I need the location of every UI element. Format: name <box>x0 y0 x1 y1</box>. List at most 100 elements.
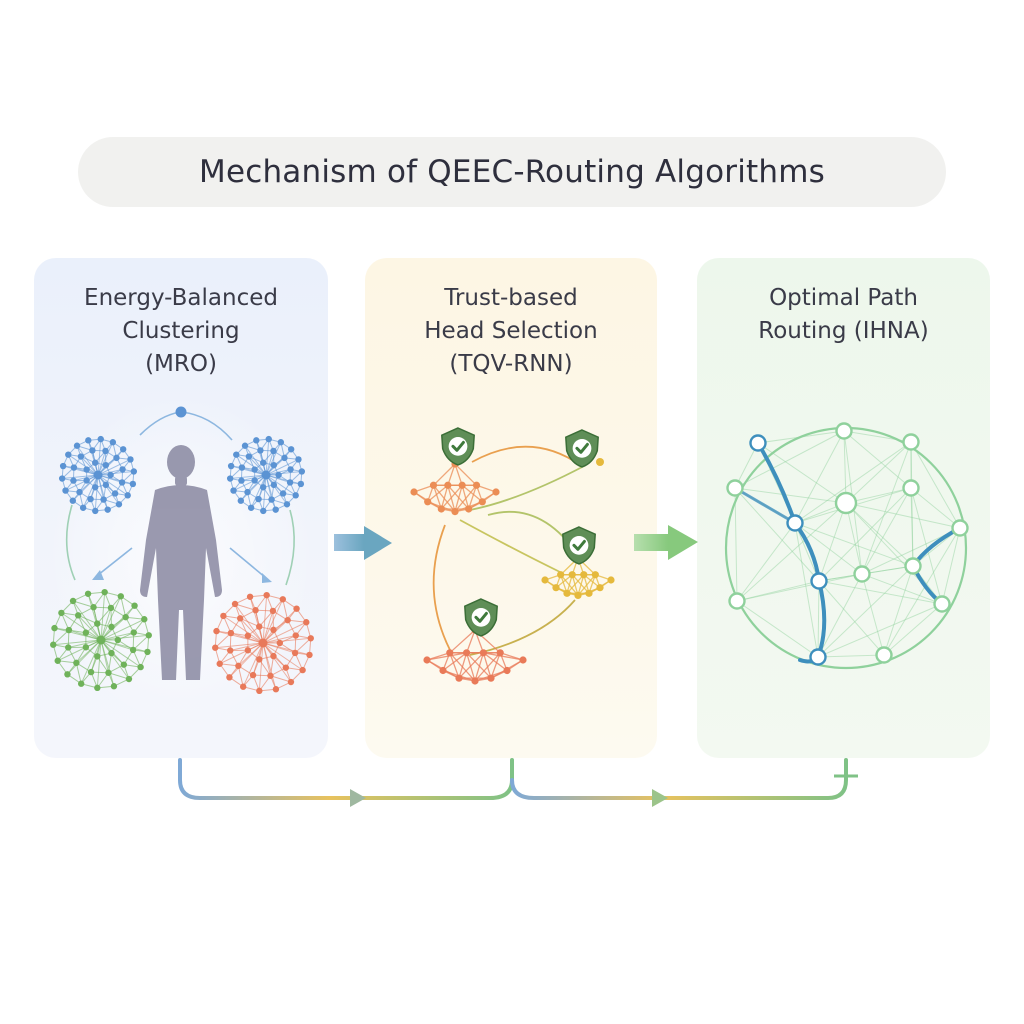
cluster-node <box>129 646 137 654</box>
cluster-center-node <box>258 638 268 648</box>
cluster-center-node <box>261 470 271 480</box>
arrow-right-icon <box>634 525 698 560</box>
cluster-node <box>270 447 277 455</box>
routing-node <box>875 646 893 664</box>
cluster-node <box>213 627 220 635</box>
cluster-node <box>117 593 125 600</box>
cluster-node <box>245 453 253 460</box>
cluster-node <box>73 659 80 667</box>
cluster-node <box>247 504 255 511</box>
cluster-node <box>306 651 313 659</box>
routing-node <box>809 648 827 666</box>
cluster-node <box>541 576 549 584</box>
cluster-node <box>295 456 302 463</box>
routing-node <box>902 433 920 451</box>
cluster-node <box>272 686 280 693</box>
cluster-node <box>220 612 227 620</box>
cluster-node <box>253 437 260 444</box>
cluster-node <box>62 487 69 494</box>
heading-line: Routing (IHNA) <box>758 318 929 344</box>
cluster-node <box>257 447 264 454</box>
cluster-node <box>69 497 77 504</box>
cluster-node <box>574 591 582 600</box>
orange-cluster-top <box>410 460 500 516</box>
cluster-node <box>446 649 454 657</box>
cluster-node <box>59 462 67 470</box>
cluster-node <box>127 456 134 463</box>
heading-line: (MRO) <box>145 351 217 377</box>
cluster-node <box>283 501 291 508</box>
cluster-node <box>236 615 244 622</box>
cluster-node <box>429 481 438 489</box>
cluster-node <box>244 632 252 639</box>
panel-optimal-path-routing: Optimal Path Routing (IHNA) <box>697 258 990 758</box>
cluster-node <box>297 480 305 488</box>
cluster-node <box>64 671 71 678</box>
cluster-node <box>279 596 287 603</box>
cluster-node <box>267 672 274 679</box>
orange-cluster-bottom <box>423 626 527 685</box>
cluster-node <box>269 607 277 615</box>
cluster-node <box>580 571 588 579</box>
cluster-node <box>292 492 299 499</box>
cluster-node <box>496 649 504 657</box>
cluster-node <box>92 507 99 515</box>
cluster-node <box>270 626 277 634</box>
cluster-node <box>137 663 144 671</box>
cluster-node <box>108 649 115 657</box>
cluster-node <box>113 454 120 462</box>
cluster-node <box>439 666 447 675</box>
shield-check-icon <box>565 429 599 468</box>
routing-mesh <box>724 422 969 670</box>
cluster-node <box>83 466 90 473</box>
cluster-node <box>282 664 290 671</box>
cluster-node <box>82 629 90 636</box>
cluster-node <box>74 612 82 619</box>
cluster-node <box>437 505 445 513</box>
cluster-node <box>251 477 258 484</box>
cluster-node <box>472 481 481 489</box>
cluster-node <box>89 447 96 454</box>
cluster-node <box>73 442 81 449</box>
green-cluster <box>50 588 152 692</box>
cluster-node <box>263 591 270 599</box>
cluster-node <box>145 632 152 639</box>
cluster-node <box>235 662 242 670</box>
panel-trust-based-head-selection: Trust-based Head Selection (TQV-RNN) <box>365 258 657 758</box>
cluster-node <box>87 495 94 503</box>
cluster-node <box>241 442 249 449</box>
title-banner: Mechanism of QEEC-Routing Algorithms <box>78 137 946 207</box>
cluster-node <box>50 641 57 648</box>
cluster-node <box>465 505 473 513</box>
cluster-node <box>444 481 452 489</box>
cluster-node <box>275 471 282 479</box>
cluster-node <box>503 666 511 675</box>
cluster-node <box>272 506 279 513</box>
cluster-node <box>256 687 263 695</box>
cluster-node <box>292 632 299 639</box>
heading-line: Clustering <box>122 318 240 344</box>
shield-check-icon <box>441 427 475 466</box>
process-flow-connector <box>178 758 848 800</box>
cluster-node <box>101 588 108 596</box>
cluster-node <box>77 680 85 687</box>
cluster-node <box>252 607 259 614</box>
cluster-node <box>58 609 65 617</box>
cluster-node <box>237 497 245 504</box>
cluster-node <box>102 461 110 469</box>
cluster-node <box>478 498 486 506</box>
routing-node <box>726 479 744 497</box>
cluster-node <box>226 475 234 482</box>
cluster-node <box>65 451 72 458</box>
cluster-node <box>226 674 233 681</box>
cluster-node <box>270 652 277 660</box>
routing-node <box>902 479 920 497</box>
cluster-node <box>119 466 126 473</box>
cluster-node <box>487 674 495 682</box>
cluster-node <box>70 464 78 471</box>
cluster-node <box>284 616 291 624</box>
human-silhouette-icon <box>140 445 222 680</box>
cluster-node <box>287 466 294 473</box>
cluster-node <box>76 488 83 496</box>
